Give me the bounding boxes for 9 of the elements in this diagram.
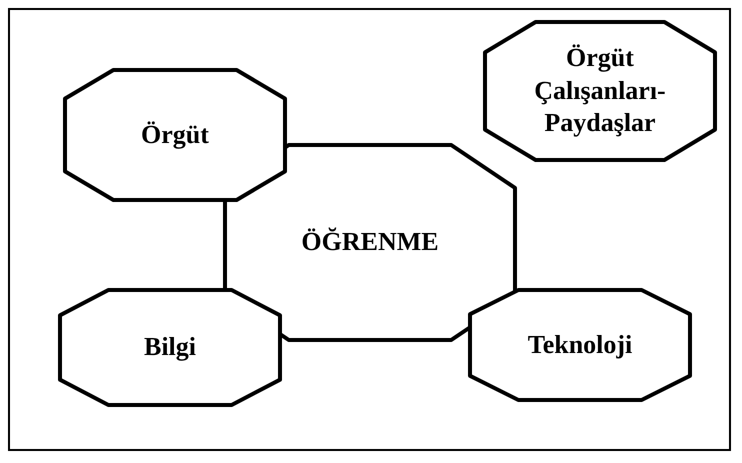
node-label: Teknoloji bbox=[526, 328, 634, 360]
node-label: Bilgi bbox=[142, 331, 197, 363]
node-label: Örgüt bbox=[140, 118, 210, 151]
octagon-node bbox=[485, 22, 715, 160]
octagon-node bbox=[60, 290, 280, 405]
octagon-node bbox=[470, 290, 690, 400]
node-label: Örgüt Çalışanları- Paydaşlar bbox=[533, 42, 667, 139]
node-label: ÖĞRENME bbox=[300, 226, 440, 258]
octagon-node bbox=[65, 70, 285, 200]
